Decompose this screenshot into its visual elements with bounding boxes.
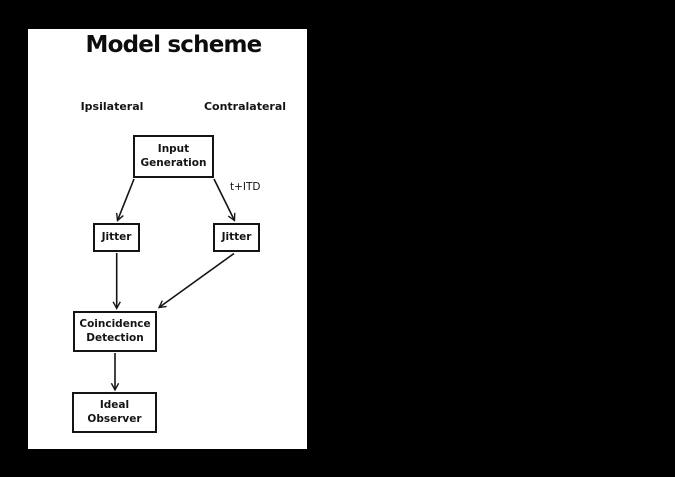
node-coincidence-detection: Coincidence Detection (73, 311, 157, 352)
node-input-generation: Input Generation (133, 135, 214, 178)
edge-jitter-contra-to-coincidence (159, 252, 235, 308)
edge-label-t-plus-itd: t+ITD (230, 181, 261, 193)
node-jitter-ipsilateral: Jitter (93, 223, 140, 252)
column-label-ipsilateral: Ipsilateral (80, 100, 144, 113)
node-jitter-contralateral: Jitter (213, 223, 260, 252)
column-label-contralateral: Contralateral (203, 100, 287, 113)
edge-input-to-jitter-contra (213, 178, 235, 221)
node-ideal-observer: Ideal Observer (72, 392, 157, 433)
diagram-panel: Model scheme Ipsilateral Contralateral t… (28, 29, 307, 449)
edge-input-to-jitter-ipsi (118, 178, 135, 221)
edges-layer (28, 178, 307, 449)
diagram-title: Model scheme (85, 32, 263, 58)
